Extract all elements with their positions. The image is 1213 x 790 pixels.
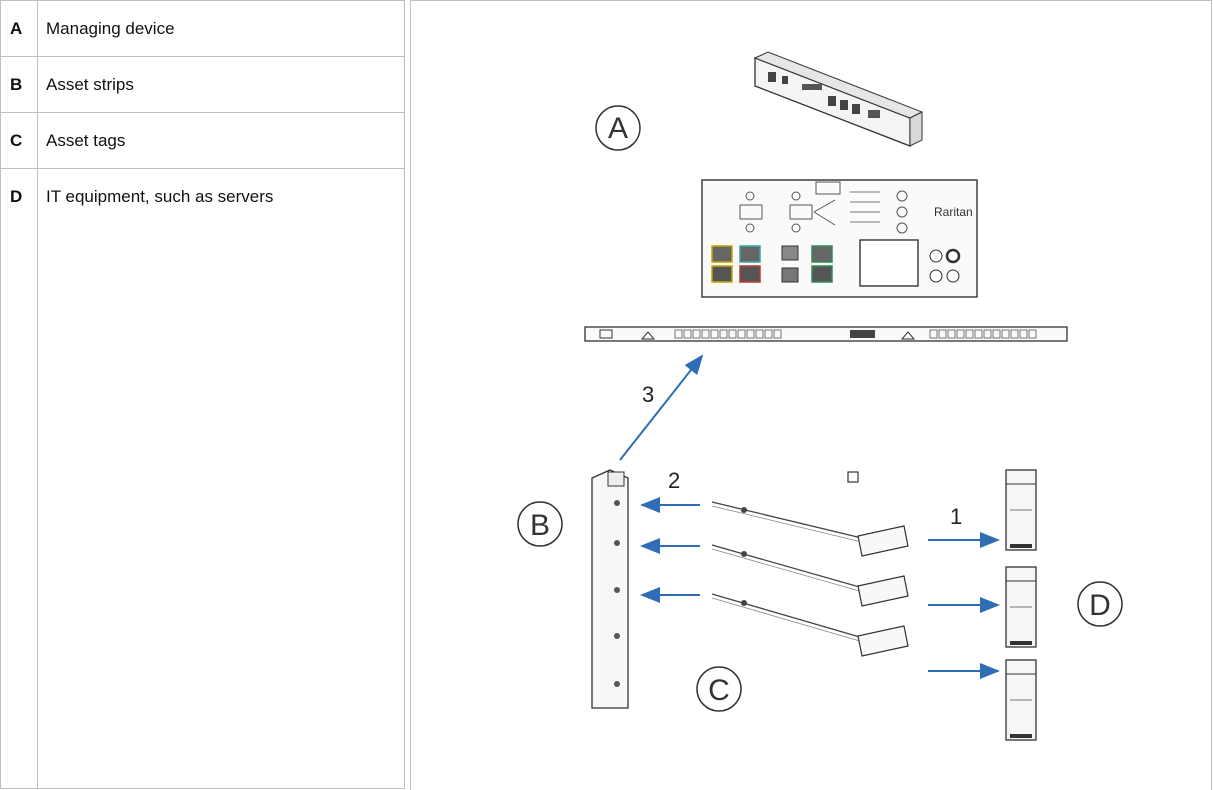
legend-letter: D bbox=[0, 168, 38, 789]
it-equipment bbox=[1005, 469, 1037, 741]
callout-b: B bbox=[517, 501, 563, 547]
callout-d: D bbox=[1077, 581, 1123, 627]
callout-a: A bbox=[595, 105, 641, 151]
legend-letter: A bbox=[0, 0, 38, 57]
callout-c: C bbox=[696, 666, 742, 712]
legend-description: Managing device bbox=[37, 0, 405, 57]
legend-row: D IT equipment, such as servers bbox=[0, 168, 405, 789]
server bbox=[1005, 659, 1037, 741]
arrows-step-1: 1 bbox=[928, 504, 1000, 679]
legend-description: IT equipment, such as servers bbox=[37, 168, 405, 789]
diagram-cell bbox=[410, 0, 1212, 790]
arrow-step-3: 3 bbox=[619, 354, 704, 461]
callout-a-label: A bbox=[608, 112, 628, 145]
asset-strip bbox=[591, 469, 629, 709]
brand-label: Raritan bbox=[934, 205, 973, 219]
legend-letter: B bbox=[0, 56, 38, 113]
managing-device-top bbox=[753, 51, 924, 147]
legend-row: C Asset tags bbox=[0, 112, 405, 169]
square-marker bbox=[847, 471, 859, 483]
server bbox=[1005, 566, 1037, 648]
step-3-label: 3 bbox=[642, 382, 654, 407]
legend-description: Asset tags bbox=[37, 112, 405, 169]
legend-table: A Managing device B Asset strips C Asset… bbox=[0, 0, 405, 789]
callout-c-label: C bbox=[708, 674, 730, 707]
legend-row: B Asset strips bbox=[0, 56, 405, 113]
callout-b-label: B bbox=[530, 509, 550, 542]
server bbox=[1005, 469, 1037, 551]
asset-tags bbox=[711, 501, 909, 657]
step-2-label: 2 bbox=[668, 468, 680, 493]
arrows-step-2: 2 bbox=[640, 468, 700, 603]
pdu-strip bbox=[584, 326, 1068, 342]
managing-device-panel: Raritan bbox=[701, 179, 978, 298]
step-1-label: 1 bbox=[950, 504, 962, 529]
legend-letter: C bbox=[0, 112, 38, 169]
callout-d-label: D bbox=[1089, 589, 1111, 622]
legend-description: Asset strips bbox=[37, 56, 405, 113]
legend-row: A Managing device bbox=[0, 0, 405, 57]
asset-management-diagram: A bbox=[517, 51, 1123, 741]
